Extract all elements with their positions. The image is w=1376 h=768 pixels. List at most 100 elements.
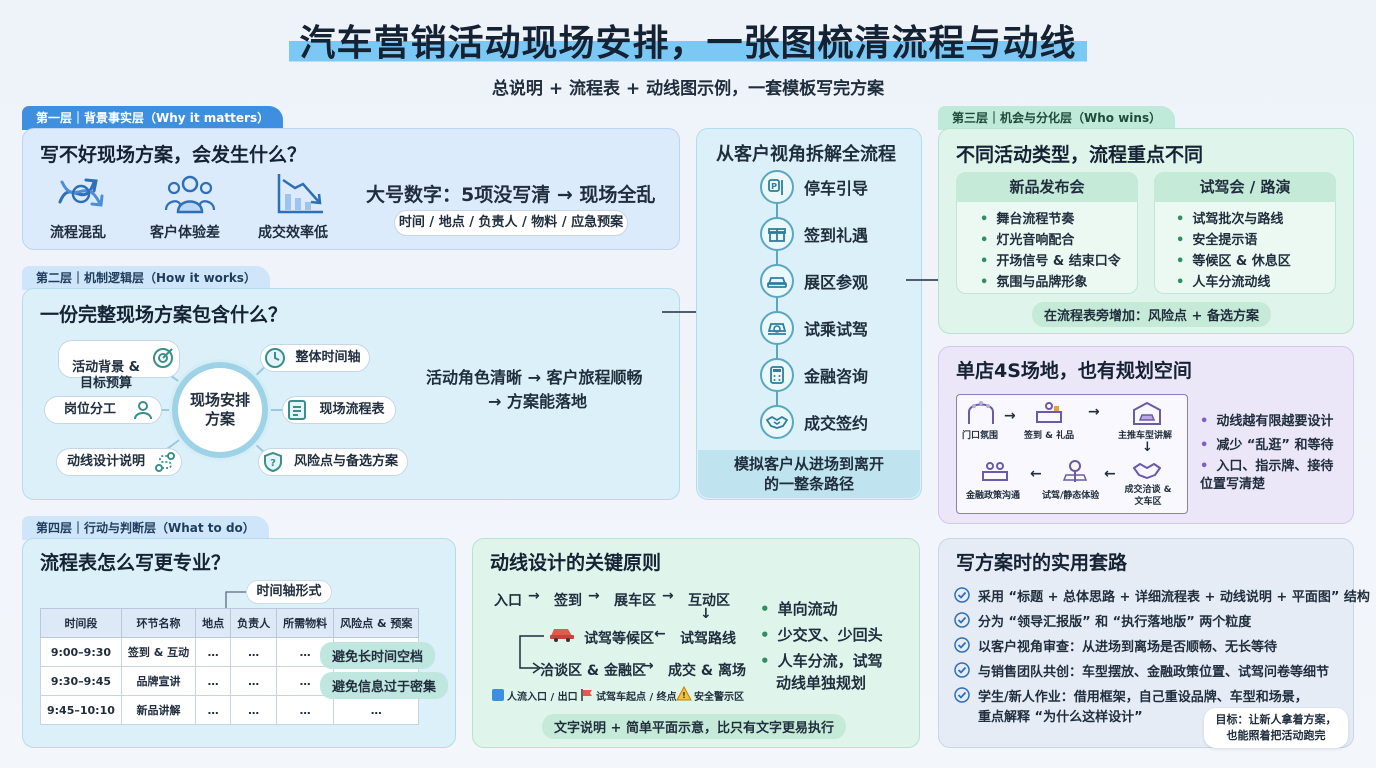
launch-item-3: 开场信号 & 结束口令 <box>980 250 1120 269</box>
checklist-icon <box>286 399 308 425</box>
route-arrow-4: ← <box>654 626 666 642</box>
icon-label-chaos: 流程混乱 <box>50 225 106 241</box>
map-arrow-down: ↓ <box>1142 440 1153 455</box>
main-title: 汽车营销活动现场安排，一张图梳清流程与动线 <box>0 12 1376 68</box>
launch-item-2: 灯光音响配合 <box>980 229 1074 248</box>
node-risk: 风险点与备选方案 <box>258 448 408 476</box>
col-time: 时间段 <box>40 608 122 638</box>
svg-text:?: ? <box>270 458 276 469</box>
layer2-heading: 一份完整现场方案包含什么？ <box>40 304 288 326</box>
journey-heading: 从客户视角拆解全流程 <box>716 144 896 165</box>
tips-heading: 写方案时的实用套路 <box>956 552 1128 574</box>
checkin-desk-icon <box>1034 400 1064 430</box>
hub-center: 现场安排 方案 <box>172 362 268 458</box>
svg-text:P: P <box>771 182 777 191</box>
legend-entrance: 人流入口 / 出口 <box>507 692 578 703</box>
testdrive-item-2: 安全提示语 <box>1176 229 1257 248</box>
journey-footer-bg <box>698 450 920 498</box>
layer3-tab: 第三层｜机会与分化层（Who wins） <box>938 106 1176 130</box>
clock-icon <box>264 347 286 373</box>
map-arrow-4: ← <box>1030 466 1042 482</box>
layer4-tab: 第四层｜行动与判断层（What to do） <box>22 516 269 540</box>
route-arrow-down: ↓ <box>700 606 712 622</box>
layer1-heading: 写不好现场方案，会发生什么？ <box>40 144 307 166</box>
check-icon <box>954 637 970 653</box>
col-materials: 所需物料 <box>276 608 335 638</box>
gift-icon <box>760 217 794 251</box>
people-icon <box>164 172 216 220</box>
testdrive-station-icon <box>1060 458 1090 488</box>
check-icon <box>954 612 970 628</box>
journey-panel <box>696 128 922 500</box>
layer3-note: 在流程表旁增加：风险点 + 备选方案 <box>1032 302 1271 327</box>
tip-avoid-gaps: 避免长时间空档 <box>320 642 436 669</box>
svg-text:!: ! <box>682 691 686 700</box>
store-bullet-1: 动线越有限越要设计 <box>1200 410 1333 429</box>
route-connector <box>519 635 544 674</box>
map-arrow-1: → <box>1004 408 1016 424</box>
layer4-heading: 流程表怎么写更专业？ <box>40 552 231 574</box>
parking-icon: P <box>760 170 794 204</box>
map-label-main-car: 主推车型讲解 <box>1118 431 1173 441</box>
deal-handshake-icon <box>1132 458 1162 486</box>
step-checkin: 签到礼遇 <box>760 217 868 251</box>
map-label-testdrive: 试驾/静态体验 <box>1042 491 1100 501</box>
finance-desk-icon <box>980 458 1010 488</box>
layer3-heading: 不同活动类型，流程重点不同 <box>956 144 1204 166</box>
launch-item-1: 舞台流程节奏 <box>980 208 1074 227</box>
showroom-car-icon <box>1132 400 1162 430</box>
map-label-entrance: 门口氛围 <box>962 431 999 441</box>
step-parking: P 停车引导 <box>760 170 868 204</box>
launch-title: 新品发布会 <box>956 172 1138 202</box>
testdrive-item-1: 试驾批次与路线 <box>1176 208 1283 227</box>
flag-icon <box>580 687 594 706</box>
route-testdrive: 试驾路线 <box>680 631 736 647</box>
warning-icon: ! <box>676 685 692 705</box>
store-bullet-3: 入口、指示牌、接待 位置写清楚 <box>1200 458 1333 494</box>
tip-item-3: 以客户视角审查：从进场到离场是否顺畅、无长等待 <box>954 636 1277 655</box>
map-label-finance: 金融政策沟通 <box>966 491 1021 501</box>
target-icon <box>152 347 174 373</box>
layer1-tab: 第一层｜背景事实层（Why it matters） <box>22 106 284 130</box>
timeline-connector <box>225 591 246 610</box>
col-segment: 环节名称 <box>120 608 197 638</box>
tip-item-2: 分为 “领导汇报版” 和 “执行落地版” 两个粒度 <box>954 611 1251 630</box>
tip-item-1: 采用 “标题 + 总体思路 + 详细流程表 + 动线说明 + 平面图” 结构 <box>954 586 1370 605</box>
route-footer: 文字说明 + 简单平面示意，比只有文字更易执行 <box>542 714 846 739</box>
chaos-icon <box>56 172 106 220</box>
step-finance: 金融咨询 <box>760 358 868 392</box>
legend-warning: 安全警示区 <box>694 692 744 703</box>
col-owner: 负责人 <box>230 608 278 638</box>
step-testdrive: 试乘试驾 <box>760 311 868 345</box>
col-risk: 风险点 & 预案 <box>333 608 420 638</box>
route-showcar: 展车区 <box>614 593 656 609</box>
launch-item-4: 氛围与品牌形象 <box>980 271 1087 290</box>
icon-label-efficiency: 成交效率低 <box>258 225 328 241</box>
map-label-checkin: 签到 & 礼品 <box>1024 431 1075 441</box>
timeline-label: 时间轴形式 <box>246 580 332 604</box>
route-icon <box>154 451 176 477</box>
node-roles: 岗位分工 <box>44 396 162 424</box>
route-waiting: 试驾等候区 <box>584 631 654 647</box>
check-icon <box>954 587 970 603</box>
subtitle: 总说明 + 流程表 + 动线图示例，一套模板写完方案 <box>491 79 885 99</box>
car-icon <box>760 264 794 298</box>
testdrive-title: 试驾会 / 路演 <box>1154 172 1336 202</box>
check-icon <box>954 662 970 678</box>
tip-avoid-density: 避免信息过于密集 <box>320 672 449 699</box>
route-arrow-3: → <box>662 588 674 604</box>
icon-label-experience: 客户体验差 <box>150 225 220 241</box>
goal-bubble: 目标：让新人拿着方案， 也能照着把活动跑完 <box>1204 708 1348 748</box>
principle-1: 单向流动 <box>760 598 838 619</box>
layer2-conclusion-1: 活动角色清晰 → 客户旅程顺畅 <box>426 368 643 387</box>
store-map <box>956 394 1188 514</box>
shield-question-icon: ? <box>262 451 284 477</box>
route-interact: 互动区 <box>688 593 730 609</box>
entrance-legend-icon <box>492 689 504 701</box>
testdrive-item-4: 人车分流动线 <box>1176 271 1270 290</box>
principle-2: 少交叉、少回头 <box>760 624 883 645</box>
store-heading: 单店4S场地，也有规划空间 <box>956 360 1192 382</box>
principle-3-cont: 动线单独规划 <box>776 674 867 692</box>
